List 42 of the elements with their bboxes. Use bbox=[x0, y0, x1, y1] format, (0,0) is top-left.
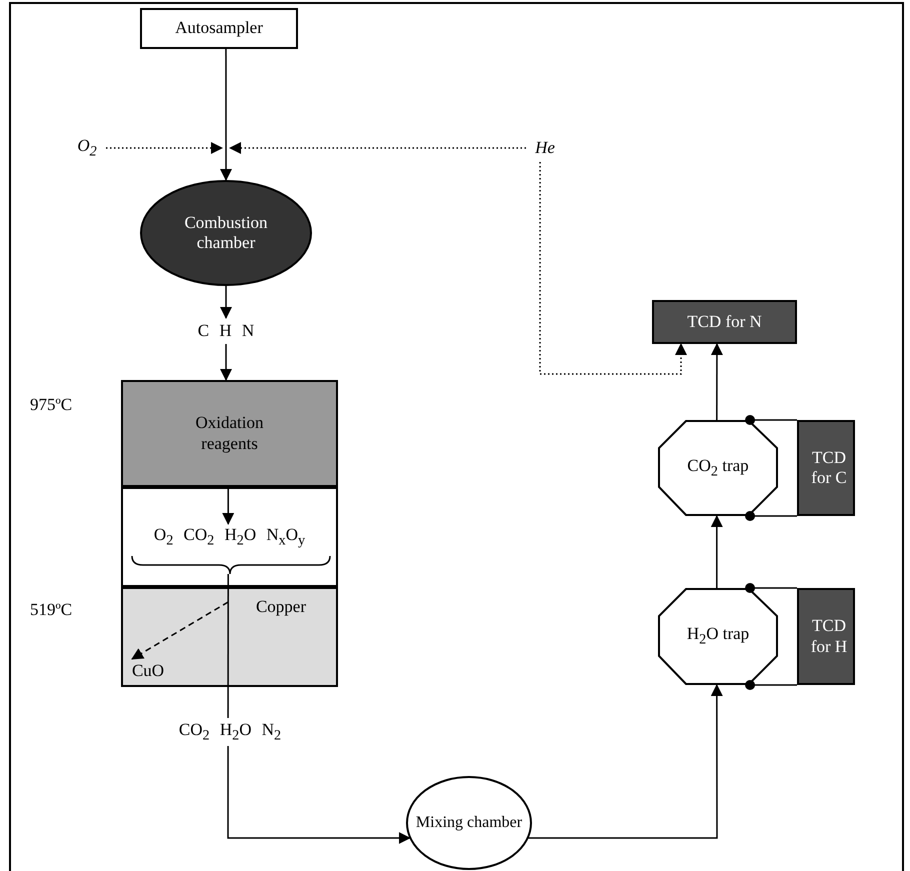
detector-box bbox=[797, 588, 855, 685]
arrow bbox=[220, 344, 232, 381]
dotted-arrow bbox=[106, 142, 223, 154]
node-label: TCD for H bbox=[810, 616, 848, 657]
node-label: TCD for C bbox=[810, 448, 848, 488]
element-label: C H N bbox=[198, 320, 254, 342]
gas-label: CO$_{2}$ H$_{2}$O N$_{2}$ bbox=[178, 720, 282, 744]
connector-line bbox=[227, 574, 229, 718]
node-label: H$_{2}$O trap bbox=[686, 624, 750, 649]
reactor-section bbox=[121, 380, 338, 487]
node-label: TCD for N bbox=[687, 312, 762, 332]
process-box bbox=[140, 8, 298, 49]
reactor-section bbox=[121, 487, 338, 587]
arrow bbox=[528, 684, 723, 839]
node-label: CO$_{2}$ trap bbox=[687, 456, 749, 480]
product-label: CuO bbox=[132, 660, 164, 682]
node-label: O$_{2}$ CO$_{2}$ H$_{2}$O N$_{x}$O$_{y}$ bbox=[154, 525, 306, 550]
arrow bbox=[220, 49, 232, 181]
gas-label: O$_{2}$ bbox=[77, 136, 97, 160]
dot-connector bbox=[745, 583, 797, 593]
dotted-arrow bbox=[539, 162, 687, 375]
arrow bbox=[222, 487, 234, 525]
node-label: Combustion chamber bbox=[183, 212, 269, 254]
dot-connector bbox=[745, 511, 797, 521]
arrow bbox=[220, 286, 232, 319]
temperature-label: 975ºC bbox=[30, 395, 72, 415]
arrow bbox=[710, 515, 723, 588]
detector-box bbox=[797, 420, 855, 516]
temperature-label: 519ºC bbox=[30, 600, 72, 620]
arrow bbox=[710, 343, 723, 420]
detector-box bbox=[652, 300, 797, 344]
dot-connector bbox=[745, 415, 797, 425]
node-label: Oxidation reagents bbox=[194, 413, 264, 454]
arrow bbox=[227, 746, 411, 844]
gas-label: He bbox=[535, 138, 555, 158]
node-label: Copper bbox=[256, 597, 306, 618]
dotted-arrow bbox=[229, 142, 526, 154]
dotted-arrow bbox=[131, 601, 229, 660]
dot-connector bbox=[745, 680, 797, 690]
node-label: Autosampler bbox=[175, 18, 263, 39]
node-label: Mixing chamber bbox=[416, 813, 522, 833]
reactor-section bbox=[121, 587, 338, 687]
